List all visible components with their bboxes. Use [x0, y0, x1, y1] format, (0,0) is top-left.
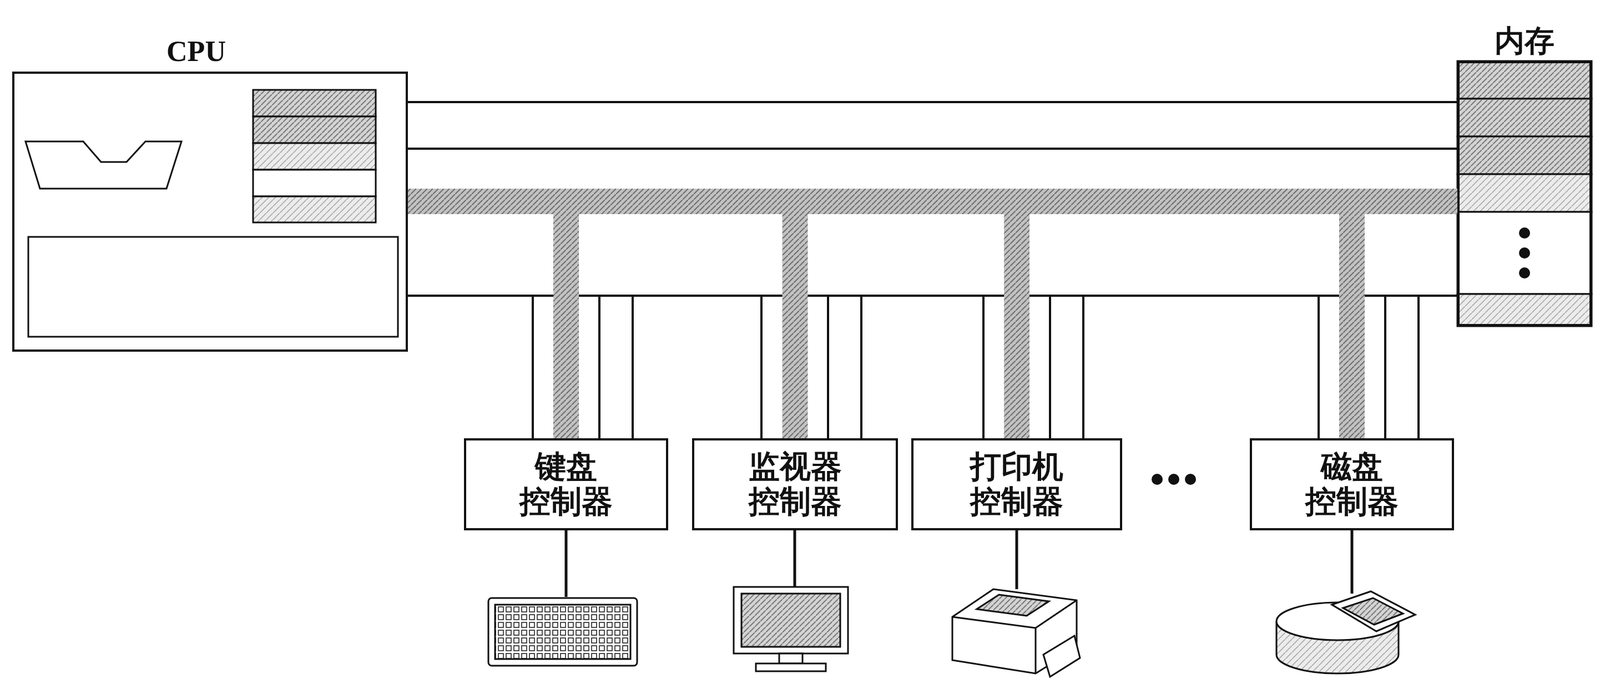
ellipsis-dots	[1151, 473, 1196, 486]
device-wires	[566, 530, 1352, 598]
monitor-symbol	[733, 587, 849, 672]
controller-box: 监视器 控制器	[692, 438, 898, 531]
controller-label: 监视器 控制器	[748, 449, 842, 519]
unit-heading: 内存	[1459, 21, 1590, 62]
bus-connector	[407, 201, 567, 439]
controller-label: 键盘 控制器	[519, 449, 613, 519]
memory-box: 内存	[1457, 61, 1592, 327]
disk-symbol	[1276, 591, 1416, 674]
cpu-internals	[25, 89, 398, 337]
unit-heading: CPU	[14, 34, 378, 68]
controller-label: 打印机 控制器	[970, 449, 1064, 519]
bus-lines	[407, 102, 1458, 439]
controller-label: 磁盘 控制器	[1305, 449, 1399, 519]
controller-box: 打印机 控制器	[911, 438, 1123, 531]
controller-box: 磁盘 控制器	[1249, 438, 1455, 531]
bus-connector	[407, 201, 1017, 439]
keyboard-symbol	[488, 598, 638, 666]
cpu-box: CPU	[12, 71, 408, 352]
printer-symbol	[952, 589, 1080, 678]
bus-connector	[407, 201, 1352, 439]
memory-cells	[1457, 61, 1592, 327]
bus-connector	[407, 201, 796, 439]
controller-box: 键盘 控制器	[463, 438, 669, 531]
